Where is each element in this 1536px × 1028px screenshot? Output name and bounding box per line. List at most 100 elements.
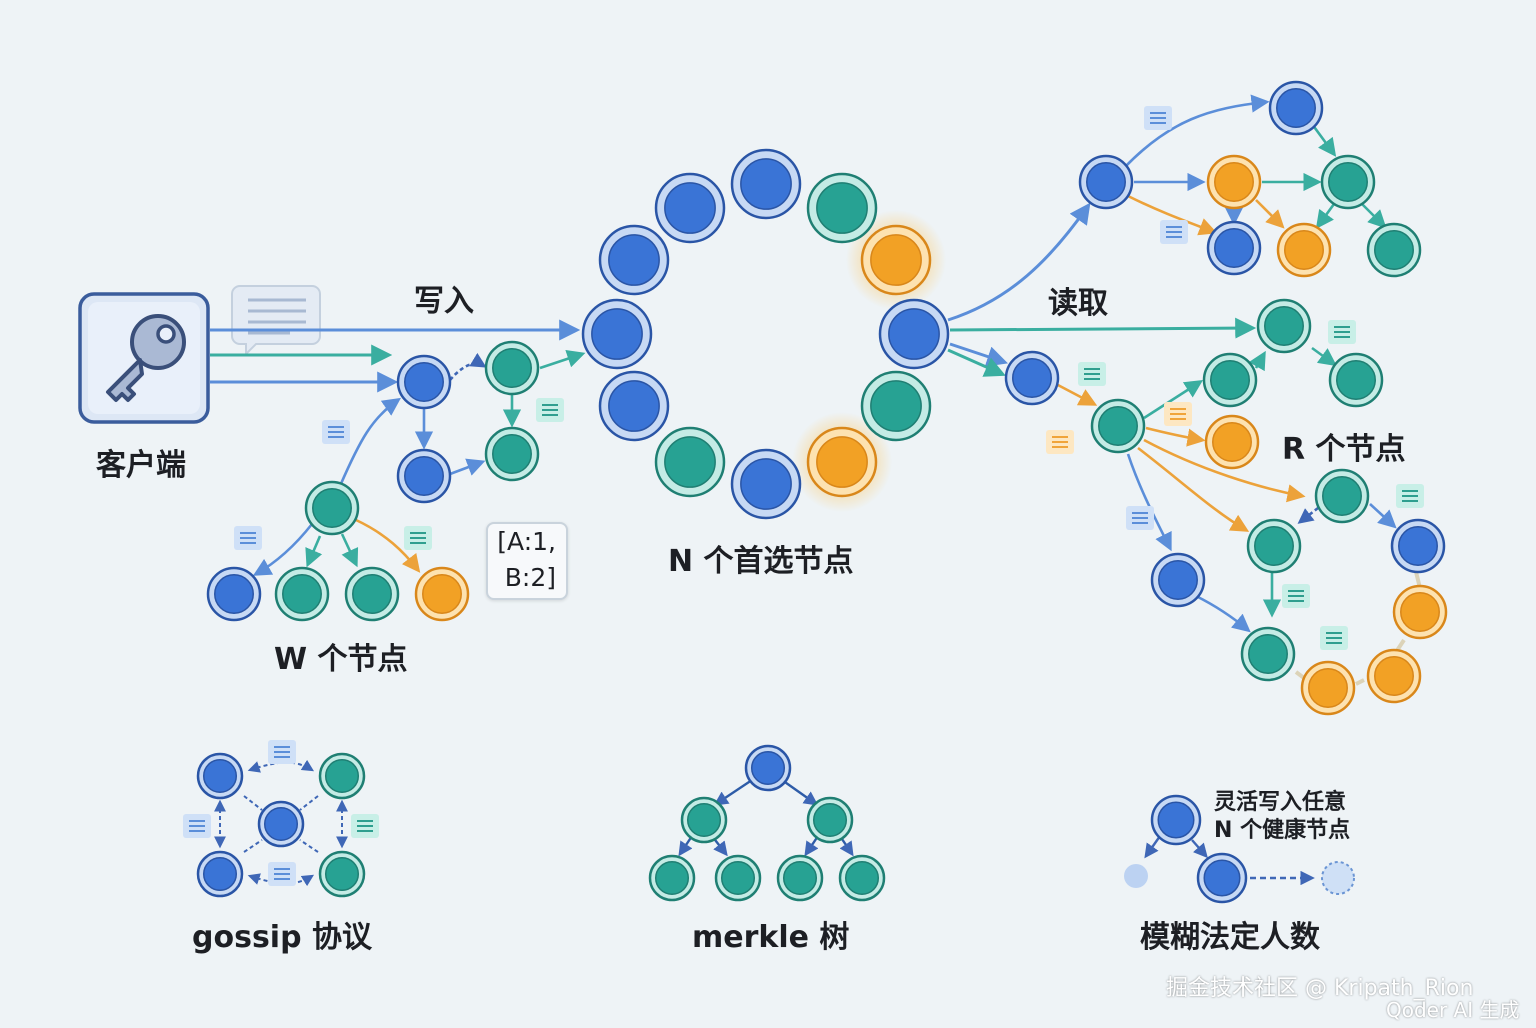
read-bottom-node-9 [1390, 518, 1446, 574]
read-bottom-node-11 [1392, 584, 1448, 640]
r-nodes-label: R 个节点 [1282, 432, 1406, 467]
w-node-3 [396, 448, 452, 504]
w-node-9 [414, 566, 470, 622]
gossip-node-4 [196, 850, 244, 898]
w-nodes-label: W 个节点 [274, 642, 408, 677]
ring-node-7 [878, 298, 950, 370]
cards-layer [183, 106, 1424, 886]
ring-node-9 [806, 426, 878, 498]
bottom-right-edges [1055, 346, 1422, 686]
read-bottom-node-8 [1246, 518, 1302, 574]
write-label: 写入 [414, 284, 474, 319]
message-card-3 [404, 526, 432, 550]
message-card-16 [183, 814, 211, 838]
message-card-6 [1160, 220, 1188, 244]
read-bottom-node-10 [1150, 552, 1206, 608]
vector-clock-callout: [A:1, B:2] [486, 522, 568, 600]
read-bottom-node-3 [1256, 298, 1312, 354]
read-bottom-node-14 [1300, 660, 1356, 716]
merkle-node-6 [776, 854, 824, 902]
ring-node-6 [860, 224, 932, 296]
message-card-4 [536, 398, 564, 422]
ring-node-4 [730, 148, 802, 220]
read-top-node-6 [1276, 222, 1332, 278]
read-top-node-2 [1268, 80, 1324, 136]
w-node-4 [484, 426, 540, 482]
sloppy-node-2 [1196, 852, 1248, 904]
sloppy-node-1 [1150, 794, 1202, 846]
w-node-8 [344, 566, 400, 622]
read-top-node-3 [1206, 154, 1262, 210]
read-bottom-node-2 [1090, 398, 1146, 454]
ring-node-11 [654, 426, 726, 498]
message-card-1 [322, 420, 350, 444]
vector-clock-line2: B:2] [504, 563, 556, 592]
write-arrows [210, 319, 581, 393]
message-card-12 [1126, 506, 1154, 530]
key-icon [106, 314, 186, 402]
watermark-source: 掘金技术社区 @ Kripath_Rion [1166, 976, 1474, 1001]
read-bottom-node-7 [1314, 468, 1370, 524]
ring-node-1 [581, 298, 653, 370]
merkle-node-3 [806, 796, 854, 844]
gossip-node-2 [318, 752, 366, 800]
w-node-5 [304, 480, 360, 536]
read-bottom-node-13 [1366, 648, 1422, 704]
vector-clock-line1: [A:1, [497, 527, 556, 556]
read-top-node-5 [1206, 220, 1262, 276]
read-bottom-node-6 [1204, 414, 1260, 470]
w-node-1 [396, 354, 452, 410]
message-card-8 [1046, 430, 1074, 454]
n-nodes-label: N 个首选节点 [668, 544, 854, 579]
merkle-node-7 [838, 854, 886, 902]
read-bottom-node-12 [1240, 626, 1296, 682]
sloppy-quorum-label: 模糊法定人数 [1140, 920, 1320, 955]
flex-write-line2: N 个健康节点 [1214, 818, 1351, 843]
message-card-7 [1078, 362, 1106, 386]
message-card-10 [1328, 320, 1356, 344]
gossip-label: gossip 协议 [192, 920, 372, 955]
w-node-2 [484, 340, 540, 396]
message-card-13 [1282, 584, 1310, 608]
read-top-node-4 [1320, 154, 1376, 210]
merkle-node-5 [714, 854, 762, 902]
read-bottom-node-5 [1328, 352, 1384, 408]
message-card-17 [351, 814, 379, 838]
gossip-node-3 [257, 800, 305, 848]
message-card-9 [1164, 402, 1192, 426]
message-card-14 [1320, 626, 1348, 650]
read-bottom-node-1 [1004, 350, 1060, 406]
read-bottom-node-4 [1202, 352, 1258, 408]
ring-node-3 [654, 172, 726, 244]
flex-write-line1: 灵活写入任意 [1214, 790, 1347, 815]
read-top-node-7 [1366, 222, 1422, 278]
nodes-layer [196, 80, 1448, 904]
w-node-6 [206, 566, 262, 622]
gossip-node-5 [318, 850, 366, 898]
message-card-5 [1144, 106, 1172, 130]
sloppy-quorum-edges [1144, 835, 1315, 886]
merkle-node-1 [744, 744, 792, 792]
message-card-2 [234, 526, 262, 550]
message-card-18 [268, 862, 296, 886]
ring-node-8 [860, 370, 932, 442]
merkle-node-2 [680, 796, 728, 844]
merkle-label: merkle 树 [692, 920, 850, 955]
ring-node-2 [598, 224, 670, 296]
merkle-node-4 [648, 854, 696, 902]
client-label: 客户端 [96, 448, 186, 483]
read-label: 读取 [1048, 286, 1108, 321]
ring-node-5 [806, 172, 878, 244]
watermark-generator: Qoder AI 生成 [1386, 998, 1520, 1022]
ring-node-12 [598, 370, 670, 442]
ring-node-10 [730, 448, 802, 520]
message-card-icon [231, 285, 321, 357]
gossip-node-1 [196, 752, 244, 800]
message-card-11 [1396, 484, 1424, 508]
w-node-7 [274, 566, 330, 622]
w-cluster-edges [252, 349, 586, 576]
message-card-15 [268, 740, 296, 764]
read-top-node-1 [1078, 154, 1134, 210]
